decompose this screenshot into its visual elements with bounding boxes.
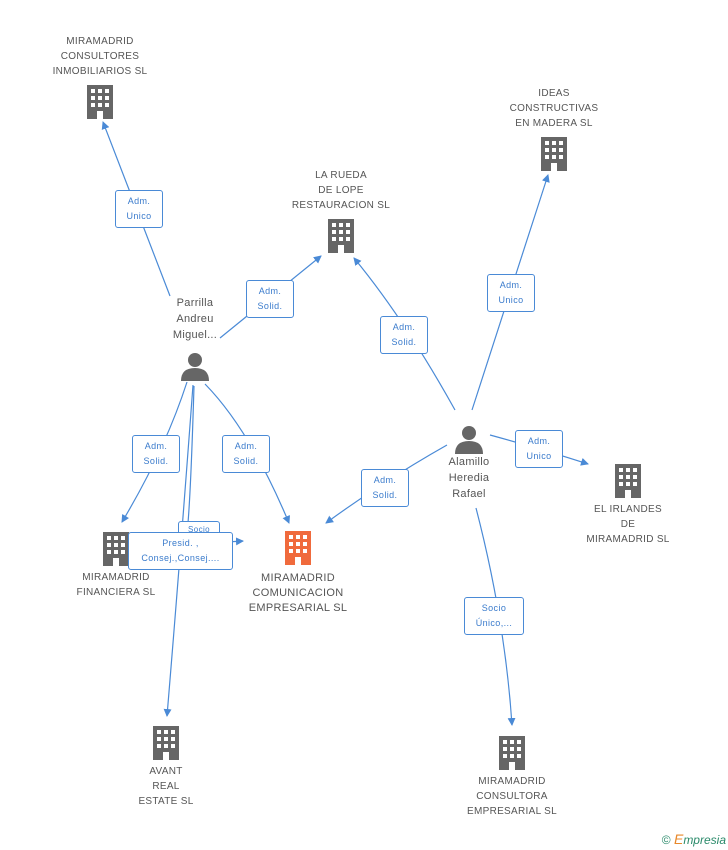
edge-label-adm-solid[interactable]: Adm. Solid. [222,435,270,473]
company-label: MIRAMADRID FINANCIERA SL [76,572,156,598]
person-alamillo[interactable]: Alamillo Heredia Rafael [428,424,510,502]
company-label: LA RUEDA DE LOPE RESTAURACION SL [291,170,391,211]
company-avant-real-estate[interactable]: AVANT REAL ESTATE SL [106,724,226,809]
edge-label-presid-consej[interactable]: Presid. , Consej.,Consej.... [128,532,233,570]
edge-label-adm-unico[interactable]: Adm. Unico [487,274,535,312]
edge-label-adm-solid[interactable]: Adm. Solid. [246,280,294,318]
building-icon-highlighted [285,531,311,565]
brand-logo-text: mpresia [683,833,726,847]
building-icon [153,726,179,760]
company-label: EL IRLANDES DE MIRAMADRID SL [586,504,670,545]
company-label: MIRAMADRID COMUNICACION EMPRESARIAL SL [248,572,348,614]
company-label: MIRAMADRID CONSULTORA EMPRESARIAL SL [467,776,557,817]
company-label: MIRAMADRID CONSULTORES INMOBILIARIOS SL [52,36,148,77]
edge-label-adm-solid[interactable]: Adm. Solid. [380,316,428,354]
company-label: IDEAS CONSTRUCTIVAS EN MADERA SL [509,88,599,129]
brand-logo-initial: E [673,831,684,847]
edge-label-adm-solid[interactable]: Adm. Solid. [361,469,409,507]
building-icon [103,532,129,566]
edge-label-adm-unico[interactable]: Adm. Unico [115,190,163,228]
building-icon [87,85,113,119]
company-miramadrid-comunicacion[interactable]: MIRAMADRID COMUNICACION EMPRESARIAL SL [228,529,368,616]
company-label: AVANT REAL ESTATE SL [138,766,194,807]
building-icon [328,219,354,253]
person-label: Parrilla Andreu Miguel... [172,297,218,341]
person-icon [455,426,483,454]
company-miramadrid-consultores[interactable]: MIRAMADRID CONSULTORES INMOBILIARIOS SL [40,34,160,119]
person-parrilla[interactable]: Parrilla Andreu Miguel... [154,295,236,381]
company-miramadrid-financiera[interactable]: MIRAMADRID FINANCIERA SL [56,530,176,600]
edge-label-socio-unico[interactable]: Socio Único,... [464,597,524,635]
building-icon [499,736,525,770]
edge-label-adm-solid[interactable]: Adm. Solid. [132,435,180,473]
company-ideas-constructivas[interactable]: IDEAS CONSTRUCTIVAS EN MADERA SL [494,86,614,171]
company-la-rueda[interactable]: LA RUEDA DE LOPE RESTAURACION SL [281,168,401,253]
brand-footer: © Empresia [662,831,726,847]
person-label: Alamillo Heredia Rafael [448,456,490,500]
copyright-icon: © [661,833,671,847]
person-icon [181,353,209,381]
company-miramadrid-consultora[interactable]: MIRAMADRID CONSULTORA EMPRESARIAL SL [452,734,572,819]
company-el-irlandes[interactable]: EL IRLANDES DE MIRAMADRID SL [568,462,688,547]
building-icon [615,464,641,498]
building-icon [541,137,567,171]
edge-label-adm-unico[interactable]: Adm. Unico [515,430,563,468]
